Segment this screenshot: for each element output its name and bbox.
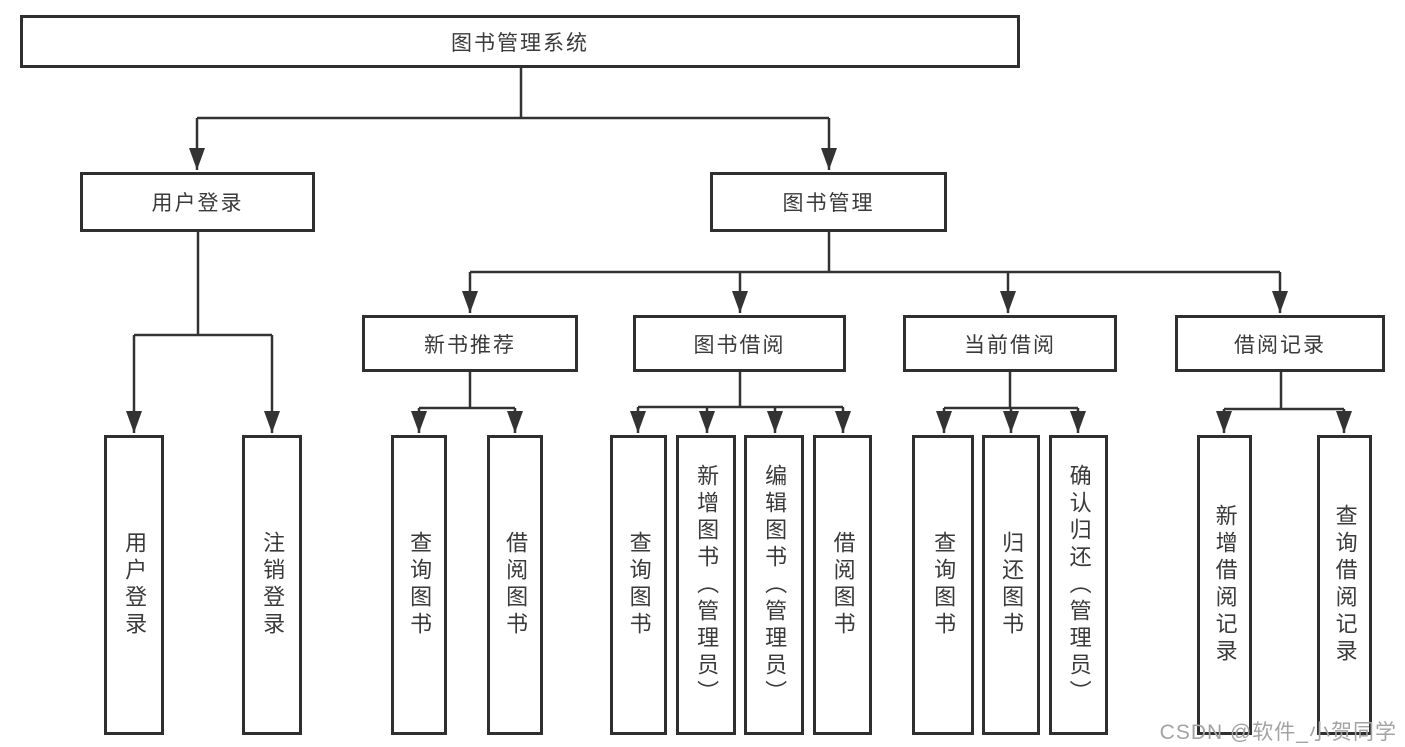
leaf-query-borrow-record: 查询借阅记录 [1317,435,1372,735]
leaf-label: 查询图书 [407,531,433,639]
leaf-user-login: 用户登录 [104,435,164,735]
leaf-label: 编辑图书（管理员） [762,463,788,707]
leaf-label: 用户登录 [122,531,148,639]
leaf-label: 注销登录 [260,531,286,639]
leaf-label: 新增借阅记录 [1212,504,1238,666]
leaf-label: 借阅图书 [503,531,529,639]
leaf-label: 归还图书 [999,531,1025,639]
leaf-label: 借阅图书 [830,531,856,639]
leaf-confirm-return-admin: 确认归还（管理员） [1049,435,1108,735]
leaf-label: 查询图书 [626,531,652,639]
node-book-management: 图书管理 [710,172,947,232]
node-user-login: 用户登录 [80,172,315,232]
leaf-query-books-borrow: 查询图书 [610,435,667,735]
leaf-return-books: 归还图书 [982,435,1040,735]
leaf-label: 查询借阅记录 [1332,504,1358,666]
leaf-borrow-books: 借阅图书 [813,435,872,735]
node-new-book-recommend: 新书推荐 [362,315,578,372]
csdn-watermark: CSDN @软件_小贺同学 [1159,721,1397,744]
leaf-query-books-current: 查询图书 [912,435,974,735]
leaf-borrow-books-recommend: 借阅图书 [487,435,543,735]
leaf-edit-books-admin: 编辑图书（管理员） [744,435,804,735]
leaf-label: 新增图书（管理员） [694,463,720,707]
leaf-label: 确认归还（管理员） [1066,463,1092,707]
leaf-logout: 注销登录 [242,435,302,735]
node-system-root: 图书管理系统 [20,15,1020,68]
node-borrow-records: 借阅记录 [1175,315,1385,372]
node-current-borrow: 当前借阅 [903,315,1117,372]
leaf-label: 查询图书 [931,531,957,639]
leaf-add-books-admin: 新增图书（管理员） [676,435,736,735]
leaf-add-borrow-record: 新增借阅记录 [1197,435,1252,735]
node-book-borrow: 图书借阅 [633,315,846,372]
leaf-query-books-recommend: 查询图书 [391,435,447,735]
